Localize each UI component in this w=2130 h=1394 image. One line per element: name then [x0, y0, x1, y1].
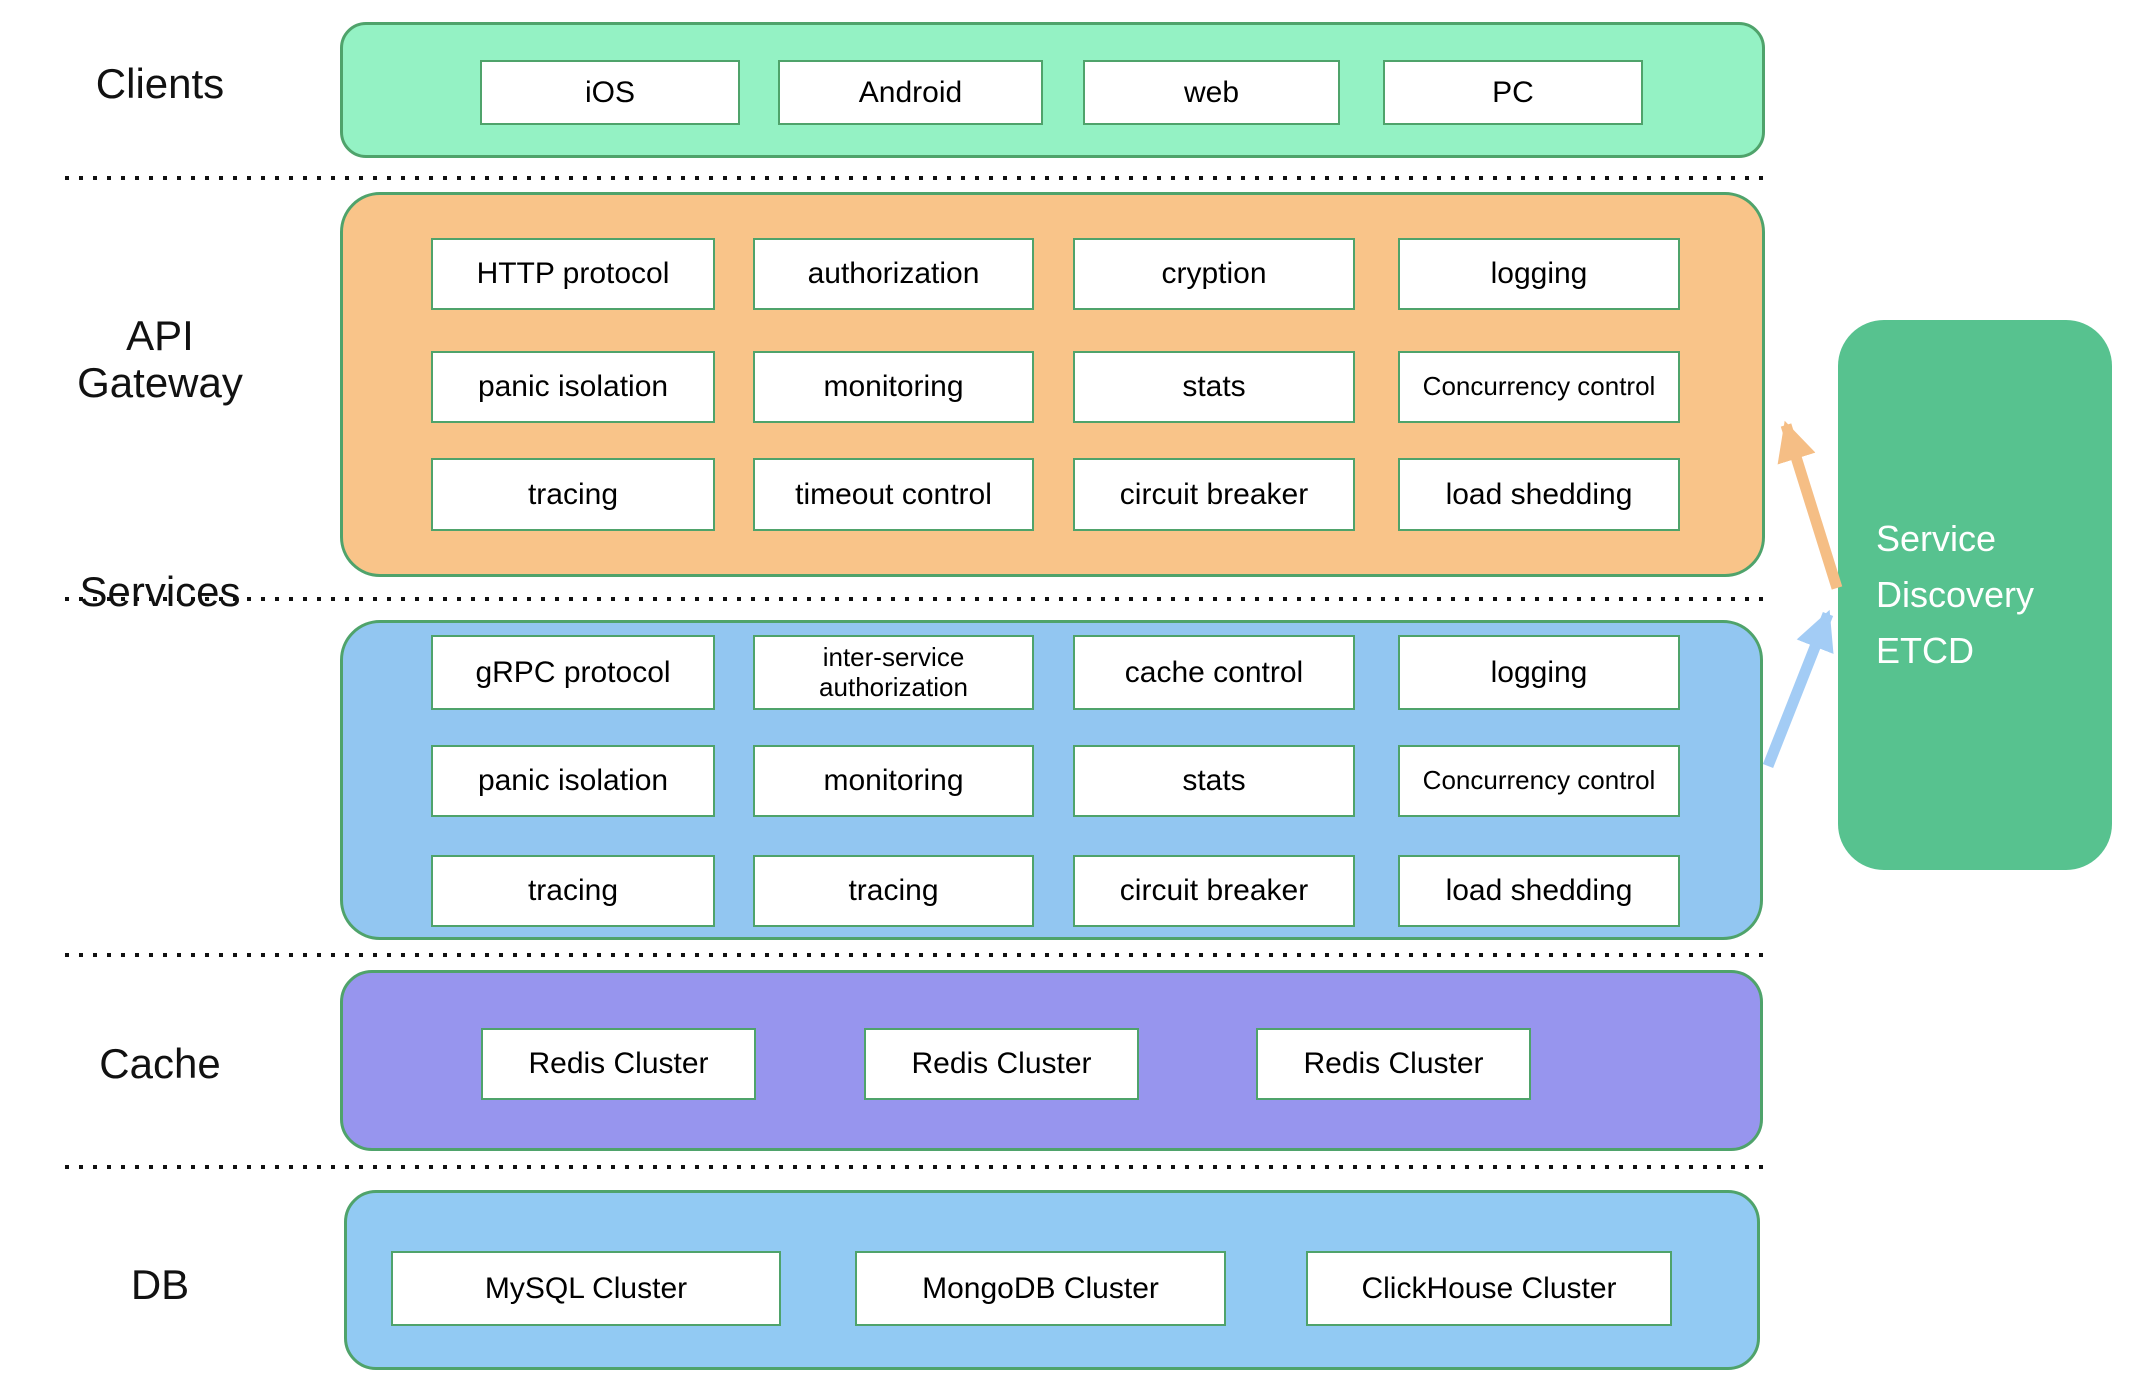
separator-gateway-services [65, 597, 1765, 601]
api-gateway-layer-label: API Gateway [77, 312, 243, 407]
service-cell-tracing-1: tracing [431, 855, 715, 927]
gateway-cell-stats: stats [1073, 351, 1355, 423]
cache-item-redis-2: Redis Cluster [864, 1028, 1139, 1100]
gateway-cell-load-shedding: load shedding [1398, 458, 1680, 531]
client-item-android: Android [778, 60, 1043, 125]
db-item-mongodb: MongoDB Cluster [855, 1251, 1226, 1326]
service-discovery-etcd-box: Service Discovery ETCD [1838, 320, 2112, 870]
service-cell-tracing-2: tracing [753, 855, 1034, 927]
db-layer-label: DB [130, 1261, 190, 1308]
services-to-etcd-arrow [1762, 609, 1834, 769]
service-cell-logging: logging [1398, 635, 1680, 710]
service-discovery-etcd-label: Service Discovery ETCD [1876, 518, 2035, 671]
gateway-cell-concurrency-control: Concurrency control [1398, 351, 1680, 423]
db-item-clickhouse: ClickHouse Cluster [1306, 1251, 1672, 1326]
service-cell-stats: stats [1073, 745, 1355, 817]
clients-layer-label: Clients [95, 60, 225, 107]
services-layer-label: Services [79, 568, 241, 615]
etcd-to-gateway-arrow [1777, 420, 1843, 590]
client-item-web: web [1083, 60, 1340, 125]
client-item-pc: PC [1383, 60, 1643, 125]
service-cell-inter-service-authorization: inter-service authorization [753, 635, 1034, 710]
gateway-cell-monitoring: monitoring [753, 351, 1034, 423]
gateway-cell-panic-isolation: panic isolation [431, 351, 715, 423]
db-layer-box: MySQL Cluster MongoDB Cluster ClickHouse… [344, 1190, 1760, 1370]
service-cell-grpc-protocol: gRPC protocol [431, 635, 715, 710]
api-gateway-layer-box: HTTP protocol authorization cryption log… [340, 192, 1765, 577]
client-item-ios: iOS [480, 60, 740, 125]
service-cell-load-shedding: load shedding [1398, 855, 1680, 927]
cache-item-redis-1: Redis Cluster [481, 1028, 756, 1100]
cache-layer-label: Cache [99, 1040, 221, 1087]
service-cell-monitoring: monitoring [753, 745, 1034, 817]
cache-item-redis-3: Redis Cluster [1256, 1028, 1531, 1100]
separator-services-cache [65, 953, 1765, 957]
services-layer-box: gRPC protocol inter-service authorizatio… [340, 620, 1763, 940]
gateway-cell-authorization: authorization [753, 238, 1034, 310]
separator-cache-db [65, 1165, 1765, 1169]
gateway-cell-timeout-control: timeout control [753, 458, 1034, 531]
cache-layer-box: Redis Cluster Redis Cluster Redis Cluste… [340, 970, 1763, 1151]
gateway-cell-tracing: tracing [431, 458, 715, 531]
clients-layer-box: iOS Android web PC [340, 22, 1765, 158]
service-cell-cache-control: cache control [1073, 635, 1355, 710]
service-cell-concurrency-control: Concurrency control [1398, 745, 1680, 817]
service-cell-panic-isolation: panic isolation [431, 745, 715, 817]
gateway-cell-cryption: cryption [1073, 238, 1355, 310]
separator-clients-gateway [65, 176, 1765, 180]
service-cell-circuit-breaker: circuit breaker [1073, 855, 1355, 927]
db-item-mysql: MySQL Cluster [391, 1251, 781, 1326]
gateway-cell-logging: logging [1398, 238, 1680, 310]
gateway-cell-circuit-breaker: circuit breaker [1073, 458, 1355, 531]
gateway-cell-http-protocol: HTTP protocol [431, 238, 715, 310]
